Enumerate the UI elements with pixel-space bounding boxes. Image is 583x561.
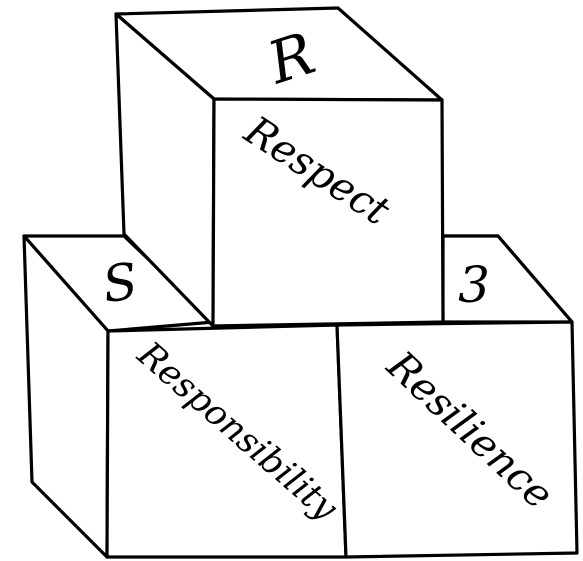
resilience-block-letter: 3	[458, 256, 490, 314]
